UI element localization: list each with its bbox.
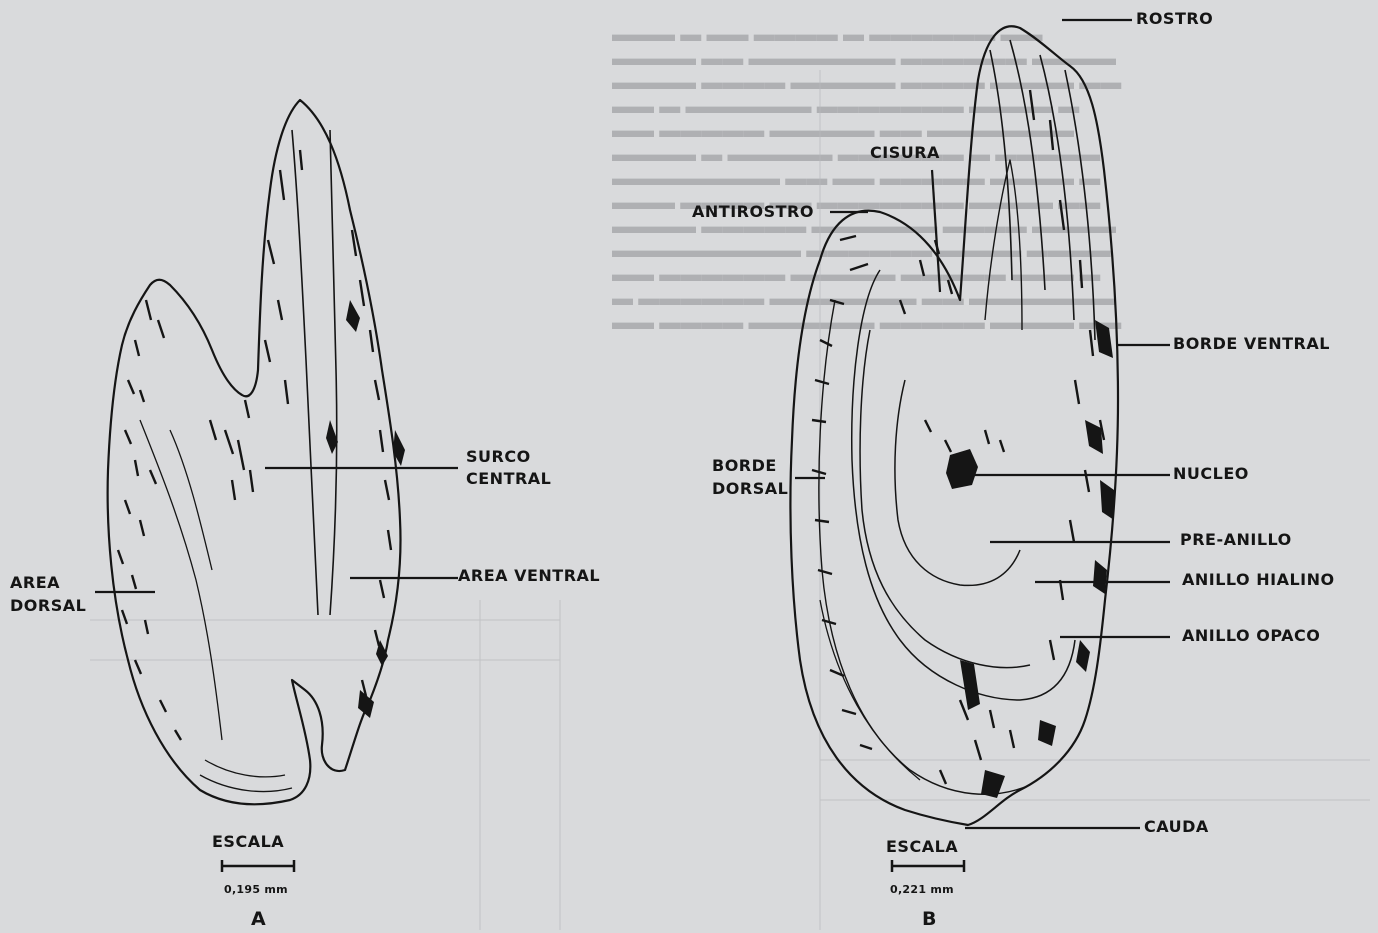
otolith-a-sulcus xyxy=(292,130,337,615)
label-dorsal-b: DORSAL xyxy=(712,480,788,498)
scale-a-value: 0,195 mm xyxy=(224,881,288,899)
otolith-b xyxy=(790,26,1118,825)
label-anillo-hialino: ANILLO HIALINO xyxy=(1182,571,1335,589)
otolith-a-dark-patch xyxy=(326,300,405,718)
label-anillo-opaco: ANILLO OPACO xyxy=(1182,627,1320,645)
label-surco: SURCO xyxy=(466,448,531,466)
label-rostro: ROSTRO xyxy=(1136,10,1213,28)
label-central: CENTRAL xyxy=(466,470,551,488)
otolith-a xyxy=(108,100,405,804)
otolith-b-nucleus xyxy=(946,449,978,489)
figure-b-letter: B xyxy=(922,910,937,928)
label-cauda: CAUDA xyxy=(1144,818,1209,836)
label-borde: BORDE xyxy=(712,457,777,475)
otolith-b-outline xyxy=(790,26,1118,825)
label-nucleo: NUCLEO xyxy=(1173,465,1249,483)
label-borde-ventral: BORDE VENTRAL xyxy=(1173,335,1330,353)
scale-bars xyxy=(222,860,964,872)
figure-a-letter: A xyxy=(251,910,266,928)
label-dorsal: DORSAL xyxy=(10,597,86,615)
label-pre-anillo: PRE-ANILLO xyxy=(1180,531,1292,549)
leader-cisura xyxy=(932,170,940,292)
label-area: AREA xyxy=(10,574,60,592)
otolith-a-dorsal-lobe xyxy=(108,100,401,804)
scale-a-title: ESCALA xyxy=(212,833,284,851)
scale-b-value: 0,221 mm xyxy=(890,881,954,899)
label-cisura: CISURA xyxy=(870,144,940,162)
label-area-ventral: AREA VENTRAL xyxy=(458,567,600,585)
scale-b-title: ESCALA xyxy=(886,838,958,856)
leader-lines xyxy=(95,20,1170,828)
label-antirostro: ANTIROSTRO xyxy=(692,203,814,221)
